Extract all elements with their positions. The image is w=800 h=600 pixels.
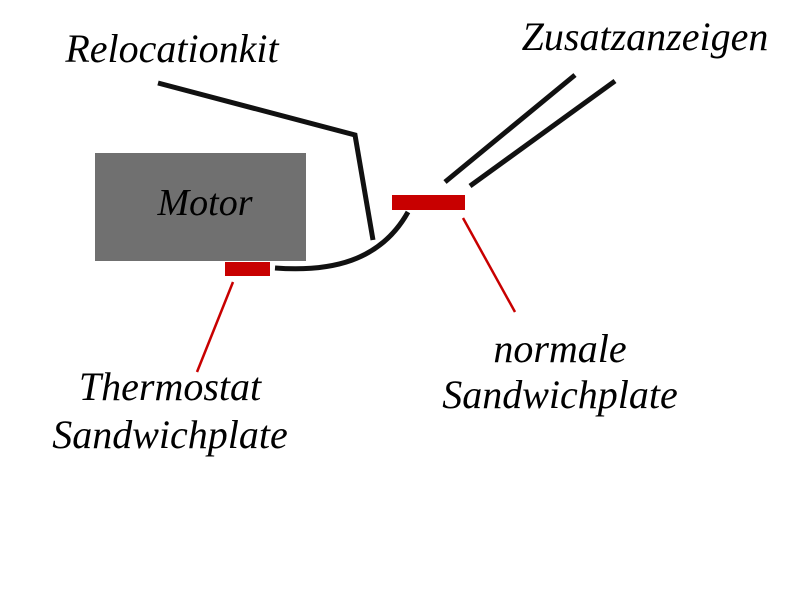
relocationkit-label: Relocationkit bbox=[64, 26, 279, 71]
normal-sandwichplate bbox=[392, 195, 465, 210]
gauge-line-1 bbox=[443, 73, 577, 184]
zusatzanzeigen-label: Zusatzanzeigen bbox=[522, 14, 769, 59]
motor-label: Motor bbox=[157, 182, 253, 224]
normal-pointer bbox=[461, 217, 517, 313]
thermostat-sandwichplate bbox=[225, 262, 270, 276]
normale-label-line2: Sandwichplate bbox=[442, 372, 678, 417]
oil-line bbox=[274, 210, 411, 272]
normale-label-line1: normale bbox=[493, 326, 626, 371]
thermostat-label-line2: Sandwichplate bbox=[52, 412, 288, 457]
gauge-line-2 bbox=[468, 78, 617, 189]
relocationkit-line bbox=[157, 80, 376, 241]
thermostat-label-line1: Thermostat bbox=[79, 364, 262, 409]
thermostat-pointer bbox=[195, 281, 235, 373]
motor-box bbox=[95, 153, 306, 261]
